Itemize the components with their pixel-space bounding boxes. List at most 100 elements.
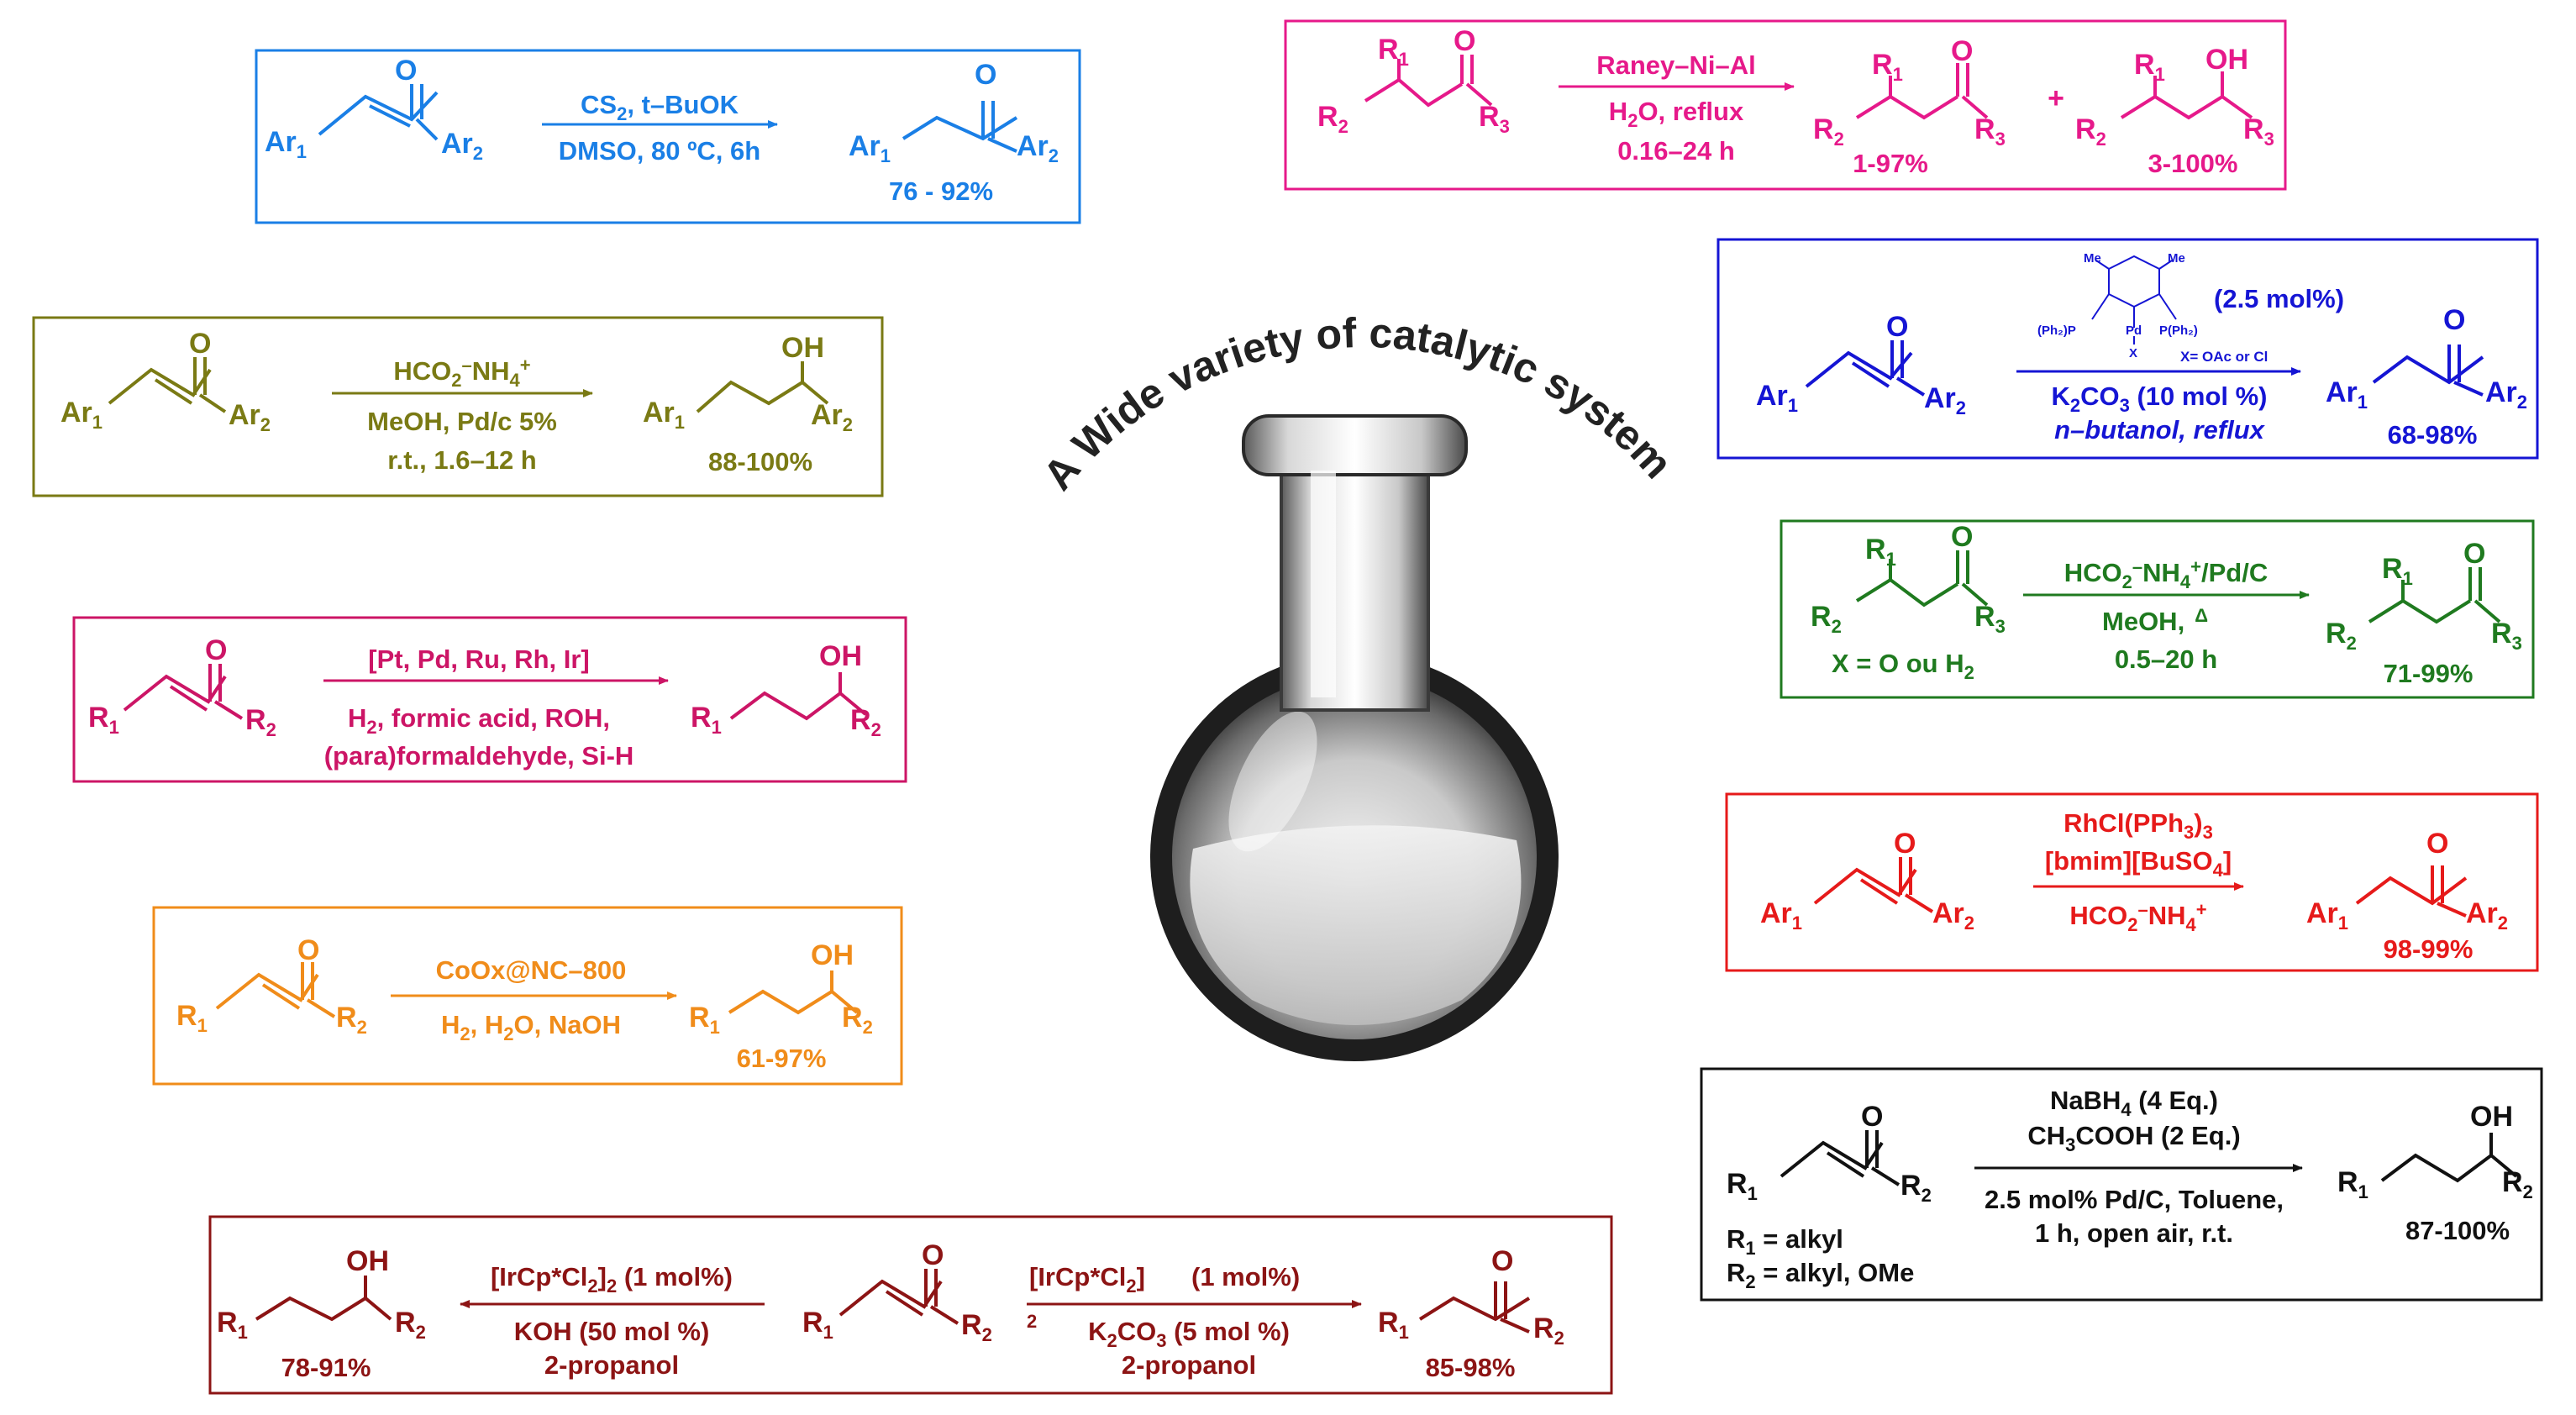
svg-text:O: O <box>2426 828 2448 860</box>
svg-text:Pd: Pd <box>2126 324 2142 338</box>
svg-text:R2: R2 <box>850 704 881 740</box>
svg-text:R2: R2 <box>336 1002 367 1038</box>
svg-text:O: O <box>1951 521 1973 553</box>
svg-text:3-100%: 3-100% <box>2148 149 2238 178</box>
svg-text:O: O <box>922 1239 944 1271</box>
svg-text:Ar2: Ar2 <box>229 399 271 435</box>
svg-text:CH3COOH (2 Eq.): CH3COOH (2 Eq.) <box>2027 1121 2240 1155</box>
svg-text:R2: R2 <box>1317 101 1348 137</box>
svg-text:R2: R2 <box>245 704 276 740</box>
svg-text:(para)formaldehyde, Si-H: (para)formaldehyde, Si-H <box>324 741 634 771</box>
svg-text:71-99%: 71-99% <box>2384 659 2473 688</box>
svg-text:NaBH4 (4 Eq.): NaBH4 (4 Eq.) <box>2050 1086 2218 1120</box>
r1-cond-bot: DMSO, 80 ºC, 6h <box>559 136 760 166</box>
svg-text:O: O <box>1886 311 1908 343</box>
svg-text:R1: R1 <box>689 1002 720 1038</box>
svg-text:R2: R2 <box>2326 618 2357 654</box>
svg-text:OH: OH <box>811 939 854 971</box>
svg-text:61-97%: 61-97% <box>737 1044 827 1073</box>
svg-text:O: O <box>1894 828 1916 860</box>
svg-text:R1: R1 <box>88 702 119 738</box>
svg-text:RhCl(PPh3)3: RhCl(PPh3)3 <box>2063 808 2213 843</box>
svg-text:H2O, reflux: H2O, reflux <box>1609 97 1744 131</box>
svg-text:R2: R2 <box>1900 1170 1932 1206</box>
svg-text:P(Ph₂): P(Ph₂) <box>2159 324 2198 338</box>
svg-text:O: O <box>1491 1245 1513 1277</box>
svg-text:n–butanol, reflux: n–butanol, reflux <box>2054 415 2266 444</box>
svg-text:KOH (50 mol %): KOH (50 mol %) <box>514 1317 710 1346</box>
svg-text:HCO2–NH4+/Pd/C: HCO2–NH4+/Pd/C <box>2064 556 2268 592</box>
svg-text:Ar2: Ar2 <box>1924 382 1966 418</box>
svg-text:Ar2: Ar2 <box>1017 130 1059 166</box>
svg-text:R1: R1 <box>1872 49 1903 85</box>
svg-text:2.5 mol% Pd/C, Toluene,: 2.5 mol% Pd/C, Toluene, <box>1985 1185 2284 1214</box>
svg-text:2-propanol: 2-propanol <box>544 1350 679 1380</box>
svg-text:H2, H2O, NaOH: H2, H2O, NaOH <box>441 1010 621 1044</box>
reaction-4: Ar1 O Ar2 Me Me (Ph₂)P Pd P(Ph₂) X (2.5 … <box>1716 238 2539 460</box>
svg-text:X = O ou H2: X = O ou H2 <box>1832 649 1974 683</box>
svg-text:98-99%: 98-99% <box>2384 934 2473 964</box>
svg-text:+: + <box>2048 82 2064 114</box>
svg-text:R2 = alkyl, OMe: R2 = alkyl, OMe <box>1727 1258 1914 1292</box>
svg-text:MeOH,Δ: MeOH,Δ <box>2102 605 2208 636</box>
pincer-catalyst-icon <box>2091 255 2177 345</box>
svg-text:88-100%: 88-100% <box>708 447 812 476</box>
svg-text:OH: OH <box>819 640 862 672</box>
svg-text:K2CO3 (10 mol %): K2CO3 (10 mol %) <box>2051 381 2267 416</box>
r1-yield: 76 - 92% <box>889 176 993 206</box>
svg-text:R2: R2 <box>1811 601 1842 637</box>
svg-text:Ar2: Ar2 <box>1932 897 1974 934</box>
svg-text:[Pt, Pd, Ru, Rh, Ir]: [Pt, Pd, Ru, Rh, Ir] <box>368 644 590 674</box>
svg-text:0.16–24 h: 0.16–24 h <box>1617 136 1735 166</box>
svg-text:Ar2: Ar2 <box>2466 897 2508 934</box>
svg-text:Ar2: Ar2 <box>811 399 853 435</box>
svg-text:Ar2: Ar2 <box>2485 376 2527 413</box>
svg-text:0.5–20 h: 0.5–20 h <box>2115 644 2217 674</box>
svg-text:R2: R2 <box>961 1309 992 1345</box>
svg-text:O: O <box>1861 1101 1883 1133</box>
svg-text:Raney–Ni–Al: Raney–Ni–Al <box>1596 50 1756 80</box>
sm-ar1: Ar1 <box>265 126 307 162</box>
svg-text:Me: Me <box>2084 251 2101 266</box>
svg-text:87-100%: 87-100% <box>2405 1216 2510 1245</box>
svg-text:R1: R1 <box>217 1307 248 1343</box>
svg-text:(1 mol%): (1 mol%) <box>1191 1262 1300 1291</box>
svg-text:O: O <box>1454 25 1475 57</box>
svg-text:R3: R3 <box>1479 101 1510 137</box>
svg-text:Ar1: Ar1 <box>1760 897 1802 934</box>
svg-text:Ar1: Ar1 <box>2326 376 2368 413</box>
svg-text:CoOx@NC–800: CoOx@NC–800 <box>436 955 627 985</box>
svg-text:O: O <box>975 59 996 91</box>
svg-text:[IrCp*Cl2]: [IrCp*Cl2] <box>1029 1262 1145 1297</box>
svg-text:HCO2–NH4+: HCO2–NH4+ <box>2069 899 2206 935</box>
svg-text:68-98%: 68-98% <box>2388 420 2478 450</box>
reaction-6: R1 R2 O R3 X = O ou H2 HCO2–NH4+/Pd/C Me… <box>1780 519 2535 699</box>
svg-text:R2: R2 <box>1533 1312 1564 1349</box>
svg-text:R2: R2 <box>2502 1166 2533 1202</box>
reaction-3: Ar1 O Ar2 HCO2–NH4+ MeOH, Pd/c 5% r.t., … <box>32 316 884 497</box>
svg-text:r.t., 1.6–12 h: r.t., 1.6–12 h <box>387 445 537 475</box>
svg-text:O: O <box>2443 304 2465 336</box>
svg-text:O: O <box>1951 35 1973 67</box>
svg-text:R1: R1 <box>691 702 722 738</box>
svg-text:R2: R2 <box>2075 113 2106 150</box>
svg-text:O: O <box>2463 538 2485 570</box>
svg-text:HCO2–NH4+: HCO2–NH4+ <box>393 355 530 391</box>
svg-text:(2.5 mol%): (2.5 mol%) <box>2214 284 2344 313</box>
enone-skeleton-1 <box>318 84 439 141</box>
svg-text:R3: R3 <box>2491 618 2522 654</box>
svg-text:R1: R1 <box>1378 34 1409 70</box>
svg-text:Ar1: Ar1 <box>849 130 891 166</box>
svg-text:1-97%: 1-97% <box>1853 149 1928 178</box>
svg-text:R1: R1 <box>1378 1307 1409 1343</box>
product-skeleton-1 <box>902 101 1018 153</box>
sm-oxygen: O <box>395 55 417 87</box>
svg-text:R2: R2 <box>842 1002 873 1038</box>
round-bottom-flask <box>1150 414 1559 1061</box>
svg-text:[IrCp*Cl2]2 (1 mol%): [IrCp*Cl2]2 (1 mol%) <box>491 1262 733 1297</box>
svg-text:[bmim][BuSO4]: [bmim][BuSO4] <box>2045 846 2232 881</box>
svg-text:K2CO3 (5 mol %): K2CO3 (5 mol %) <box>1088 1317 1290 1351</box>
svg-text:X: X <box>2129 346 2137 360</box>
svg-text:R1: R1 <box>2337 1166 2368 1202</box>
